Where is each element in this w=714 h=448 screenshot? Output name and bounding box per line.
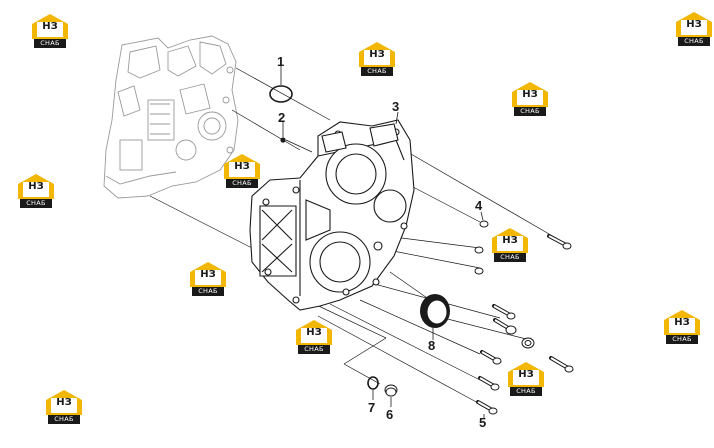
bolt-e — [492, 304, 516, 320]
bolt-c — [474, 246, 484, 254]
engine-block-ghost — [103, 35, 239, 199]
callout-8: 8 — [428, 338, 436, 353]
bolt-a — [547, 234, 572, 250]
bolt-f — [493, 318, 517, 335]
timing-cover — [249, 119, 415, 311]
plug-2 — [280, 137, 286, 143]
bolt-j — [478, 376, 500, 391]
bolt-b — [479, 220, 489, 228]
callout-6: 6 — [386, 407, 394, 422]
callout-7: 7 — [368, 400, 376, 415]
callout-2: 2 — [278, 110, 286, 125]
bolt-set — [474, 220, 574, 415]
bolt-d — [474, 267, 484, 275]
alignment-leaders — [149, 67, 557, 405]
plug-6 — [384, 384, 398, 397]
callout-3: 3 — [392, 99, 400, 114]
callout-1: 1 — [277, 54, 285, 69]
bolt-k — [476, 400, 498, 415]
callout-4: 4 — [475, 198, 483, 213]
bolt-h — [480, 350, 502, 365]
bolt-i — [549, 356, 574, 373]
o-ring-7 — [367, 376, 379, 390]
callout-5: 5 — [479, 415, 487, 430]
seal-8 — [420, 294, 450, 340]
bolt-g — [521, 337, 535, 349]
o-ring-1 — [269, 85, 293, 103]
